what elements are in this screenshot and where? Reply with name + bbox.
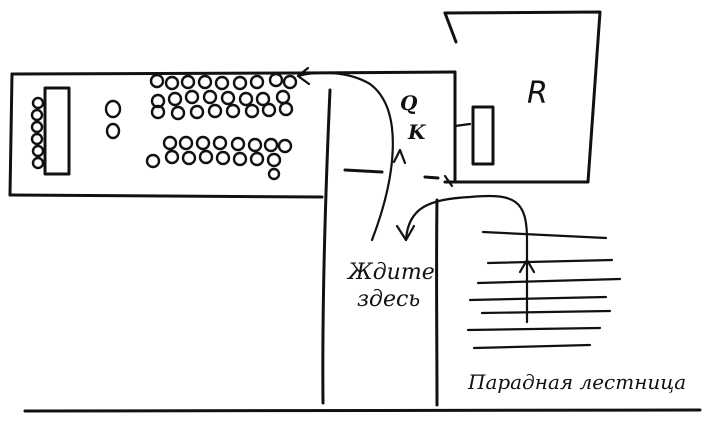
stair-step bbox=[481, 230, 608, 240]
stair-step bbox=[486, 258, 614, 265]
corridor-doorstep bbox=[423, 175, 440, 180]
wait-here-label-line1: Ждите bbox=[346, 260, 435, 285]
stair-step bbox=[466, 326, 602, 332]
stair-step bbox=[476, 277, 622, 285]
lower-guest-table bbox=[145, 135, 293, 181]
hall-bottom-wall bbox=[8, 193, 324, 199]
wait-here-label-line2: здесь bbox=[357, 287, 420, 312]
route-arrowhead-up bbox=[518, 258, 536, 274]
route-arrowhead-down bbox=[395, 224, 416, 242]
stair-step bbox=[480, 309, 612, 315]
head-table-guests bbox=[30, 96, 45, 170]
room-r-door-mark bbox=[453, 122, 472, 128]
upper-guest-table bbox=[149, 72, 298, 121]
route-arrow-stairs bbox=[404, 194, 529, 324]
corridor-divider bbox=[343, 168, 384, 174]
main-staircase-label: Парадная лестница bbox=[467, 370, 686, 394]
corridor-corner-mark bbox=[443, 174, 454, 188]
ground-line bbox=[23, 408, 702, 413]
corridor-left-wall bbox=[321, 88, 332, 405]
stair-step bbox=[468, 295, 608, 302]
hall-left-wall bbox=[8, 72, 14, 197]
room-r-label: R bbox=[527, 76, 548, 111]
route-arrow-hall bbox=[296, 71, 394, 242]
head-table bbox=[43, 86, 71, 176]
route-arrowhead-left bbox=[296, 66, 311, 86]
room-r-walls bbox=[443, 10, 602, 184]
hall-top-wall bbox=[10, 70, 457, 76]
route-arrowhead-up bbox=[392, 148, 407, 165]
lone-guests bbox=[104, 99, 122, 140]
room-r-top-left-wall bbox=[443, 11, 458, 44]
stair-step bbox=[472, 343, 592, 350]
marker-q: Q bbox=[400, 91, 418, 115]
marker-k: K bbox=[407, 120, 427, 144]
room-r-table bbox=[471, 105, 495, 166]
